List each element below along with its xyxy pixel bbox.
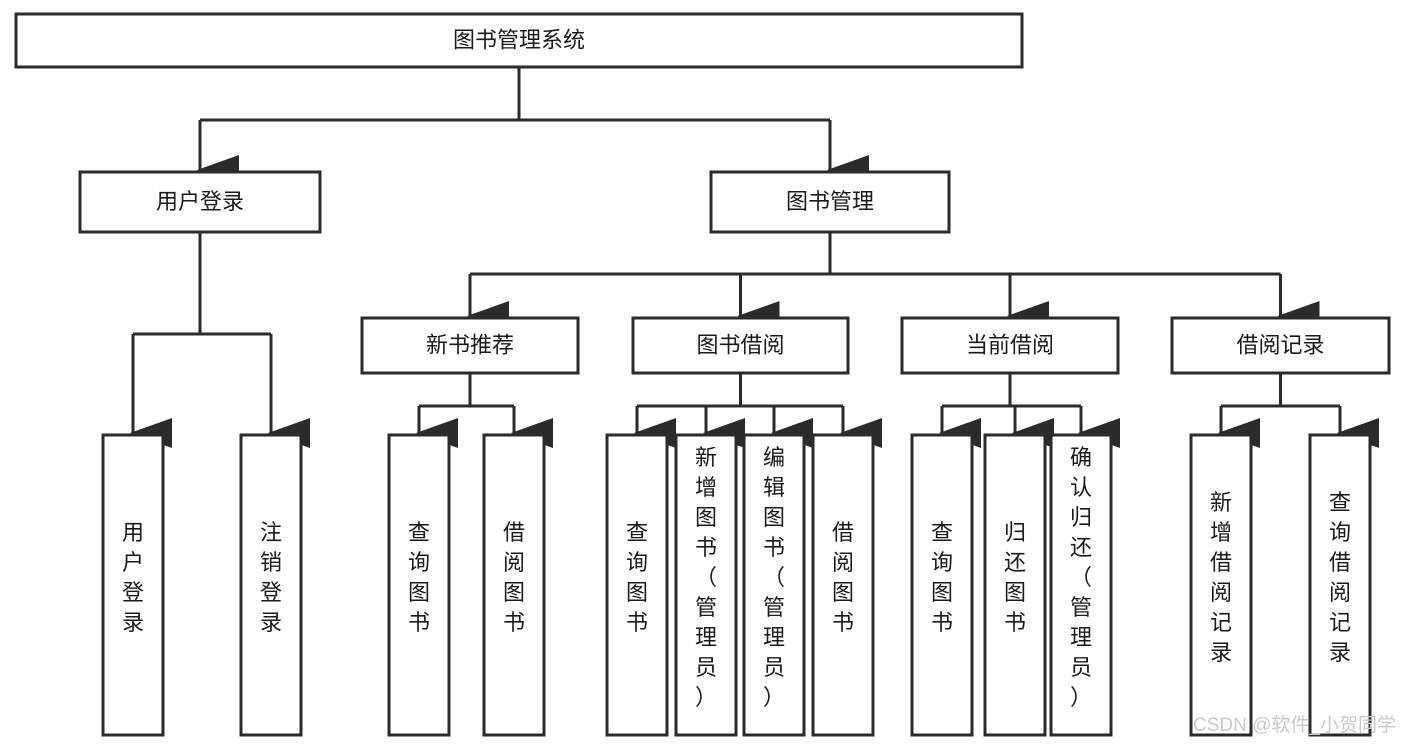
node-box-leaf-query-borrow-record (1308, 433, 1372, 737)
node-box-leaf-query-book-recommend (387, 433, 451, 737)
node-label-leaf-user-login: 用户登录 (122, 520, 144, 635)
node-borrow-record[interactable]: 借阅记录 (1170, 316, 1391, 375)
node-leaf-borrow-book-recommend[interactable]: 借阅图书 (482, 433, 546, 737)
node-label-leaf-query-book-borrow: 查询图书 (626, 520, 648, 635)
node-leaf-logout[interactable]: 注销登录 (239, 433, 303, 737)
node-label-leaf-return-book: 归还图书 (1004, 520, 1026, 635)
node-leaf-query-book-current[interactable]: 查询图书 (910, 433, 974, 737)
node-box-leaf-edit-book (742, 433, 806, 737)
watermark-text: CSDN @软件_小贺同学 (1193, 714, 1396, 736)
node-box-new-book-recommend (360, 316, 580, 375)
node-label-leaf-edit-book: 编辑图书（管理员） (763, 445, 785, 710)
node-leaf-add-borrow-record[interactable]: 新增借阅记录 (1189, 433, 1253, 737)
node-box-borrow-record (1170, 316, 1391, 375)
node-box-leaf-query-book-current (910, 433, 974, 737)
node-leaf-query-borrow-record[interactable]: 查询借阅记录 (1308, 433, 1372, 737)
node-box-book-management (709, 170, 951, 234)
node-box-leaf-add-borrow-record (1189, 433, 1253, 737)
node-book-borrow[interactable]: 图书借阅 (631, 316, 850, 375)
node-box-leaf-query-book-borrow (605, 433, 669, 737)
node-label-leaf-add-book: 新增图书（管理员） (695, 445, 717, 710)
node-box-leaf-return-book (983, 433, 1047, 737)
node-leaf-borrow-book[interactable]: 借阅图书 (811, 433, 875, 737)
node-label-leaf-query-book-current: 查询图书 (931, 520, 953, 635)
node-label-leaf-query-borrow-record: 查询借阅记录 (1329, 490, 1351, 665)
node-leaf-return-book[interactable]: 归还图书 (983, 433, 1047, 737)
node-label-current-borrow: 当前借阅 (966, 332, 1054, 357)
node-label-leaf-logout: 注销登录 (260, 520, 282, 635)
node-label-book-management: 图书管理 (786, 189, 874, 214)
node-boxes: 图书管理系统用户登录图书管理新书推荐图书借阅当前借阅借阅记录用户登录注销登录查询… (14, 12, 1391, 737)
node-leaf-add-book[interactable]: 新增图书（管理员） (674, 433, 738, 737)
node-label-book-borrow: 图书借阅 (696, 332, 784, 357)
node-book-management[interactable]: 图书管理 (709, 170, 951, 234)
node-box-leaf-confirm-return (1049, 433, 1113, 737)
node-current-borrow[interactable]: 当前借阅 (900, 316, 1120, 375)
node-label-leaf-borrow-book-recommend: 借阅图书 (503, 520, 525, 635)
node-box-leaf-logout (239, 433, 303, 737)
node-label-leaf-borrow-book: 借阅图书 (832, 520, 854, 635)
node-root[interactable]: 图书管理系统 (14, 12, 1024, 69)
node-label-user-login: 用户登录 (156, 189, 244, 214)
node-new-book-recommend[interactable]: 新书推荐 (360, 316, 580, 375)
node-leaf-edit-book[interactable]: 编辑图书（管理员） (742, 433, 806, 737)
node-box-current-borrow (900, 316, 1120, 375)
node-label-borrow-record: 借阅记录 (1236, 332, 1324, 357)
node-label-leaf-add-borrow-record: 新增借阅记录 (1210, 490, 1232, 665)
node-box-leaf-add-book (674, 433, 738, 737)
node-label-root: 图书管理系统 (453, 27, 585, 52)
node-box-user-login (78, 170, 322, 234)
node-box-book-borrow (631, 316, 850, 375)
node-leaf-query-book-recommend[interactable]: 查询图书 (387, 433, 451, 737)
node-user-login[interactable]: 用户登录 (78, 170, 322, 234)
node-label-leaf-query-book-recommend: 查询图书 (408, 520, 430, 635)
node-leaf-confirm-return[interactable]: 确认归还（管理员） (1049, 433, 1113, 737)
node-label-new-book-recommend: 新书推荐 (426, 332, 514, 357)
node-box-root (14, 12, 1024, 69)
node-label-leaf-confirm-return: 确认归还（管理员） (1070, 445, 1092, 710)
node-leaf-query-book-borrow[interactable]: 查询图书 (605, 433, 669, 737)
connector-lines (130, 67, 1379, 448)
node-box-leaf-borrow-book-recommend (482, 433, 546, 737)
node-box-leaf-user-login (101, 433, 165, 737)
node-box-leaf-borrow-book (811, 433, 875, 737)
node-leaf-user-login[interactable]: 用户登录 (101, 433, 165, 737)
